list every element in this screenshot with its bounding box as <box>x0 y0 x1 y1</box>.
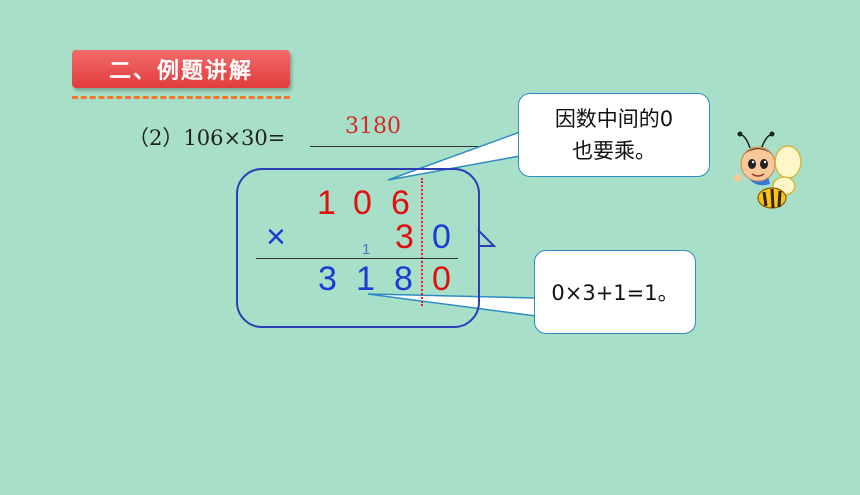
vertical-calculation-box <box>236 168 480 328</box>
multiplier-digit-1: 3 <box>395 218 414 256</box>
carry-explanation: 0×3+1=1。 <box>551 281 679 305</box>
top-digit-1: 1 <box>317 184 336 222</box>
bee-mascot-icon <box>734 131 802 209</box>
alignment-dashed-line <box>421 178 423 306</box>
result-digit-1: 3 <box>318 260 337 298</box>
top-digit-2: 0 <box>353 184 372 222</box>
answer-line <box>310 146 496 147</box>
hint-line-1: 因数中间的0 <box>554 107 674 131</box>
calculation-rule <box>256 258 458 259</box>
section-title: 二、例题讲解 <box>72 50 290 88</box>
hint-bubble-carry: 0×3+1=1。 <box>534 250 696 334</box>
title-divider <box>72 96 290 99</box>
problem-text: （2）106×30= <box>128 126 286 150</box>
hint-line-2: 也要乘。 <box>572 139 656 163</box>
times-sign: × <box>266 218 286 256</box>
answer-text: 3180 <box>345 114 401 139</box>
top-digit-3: 6 <box>391 184 410 222</box>
multiplier-digit-2: 0 <box>432 218 451 256</box>
hint-bubble-zero: 因数中间的0 也要乘。 <box>518 93 710 177</box>
result-digit-2: 1 <box>356 260 375 298</box>
result-digit-3: 8 <box>394 260 413 298</box>
result-digit-4: 0 <box>432 260 451 298</box>
carry-digit: 1 <box>362 241 371 258</box>
